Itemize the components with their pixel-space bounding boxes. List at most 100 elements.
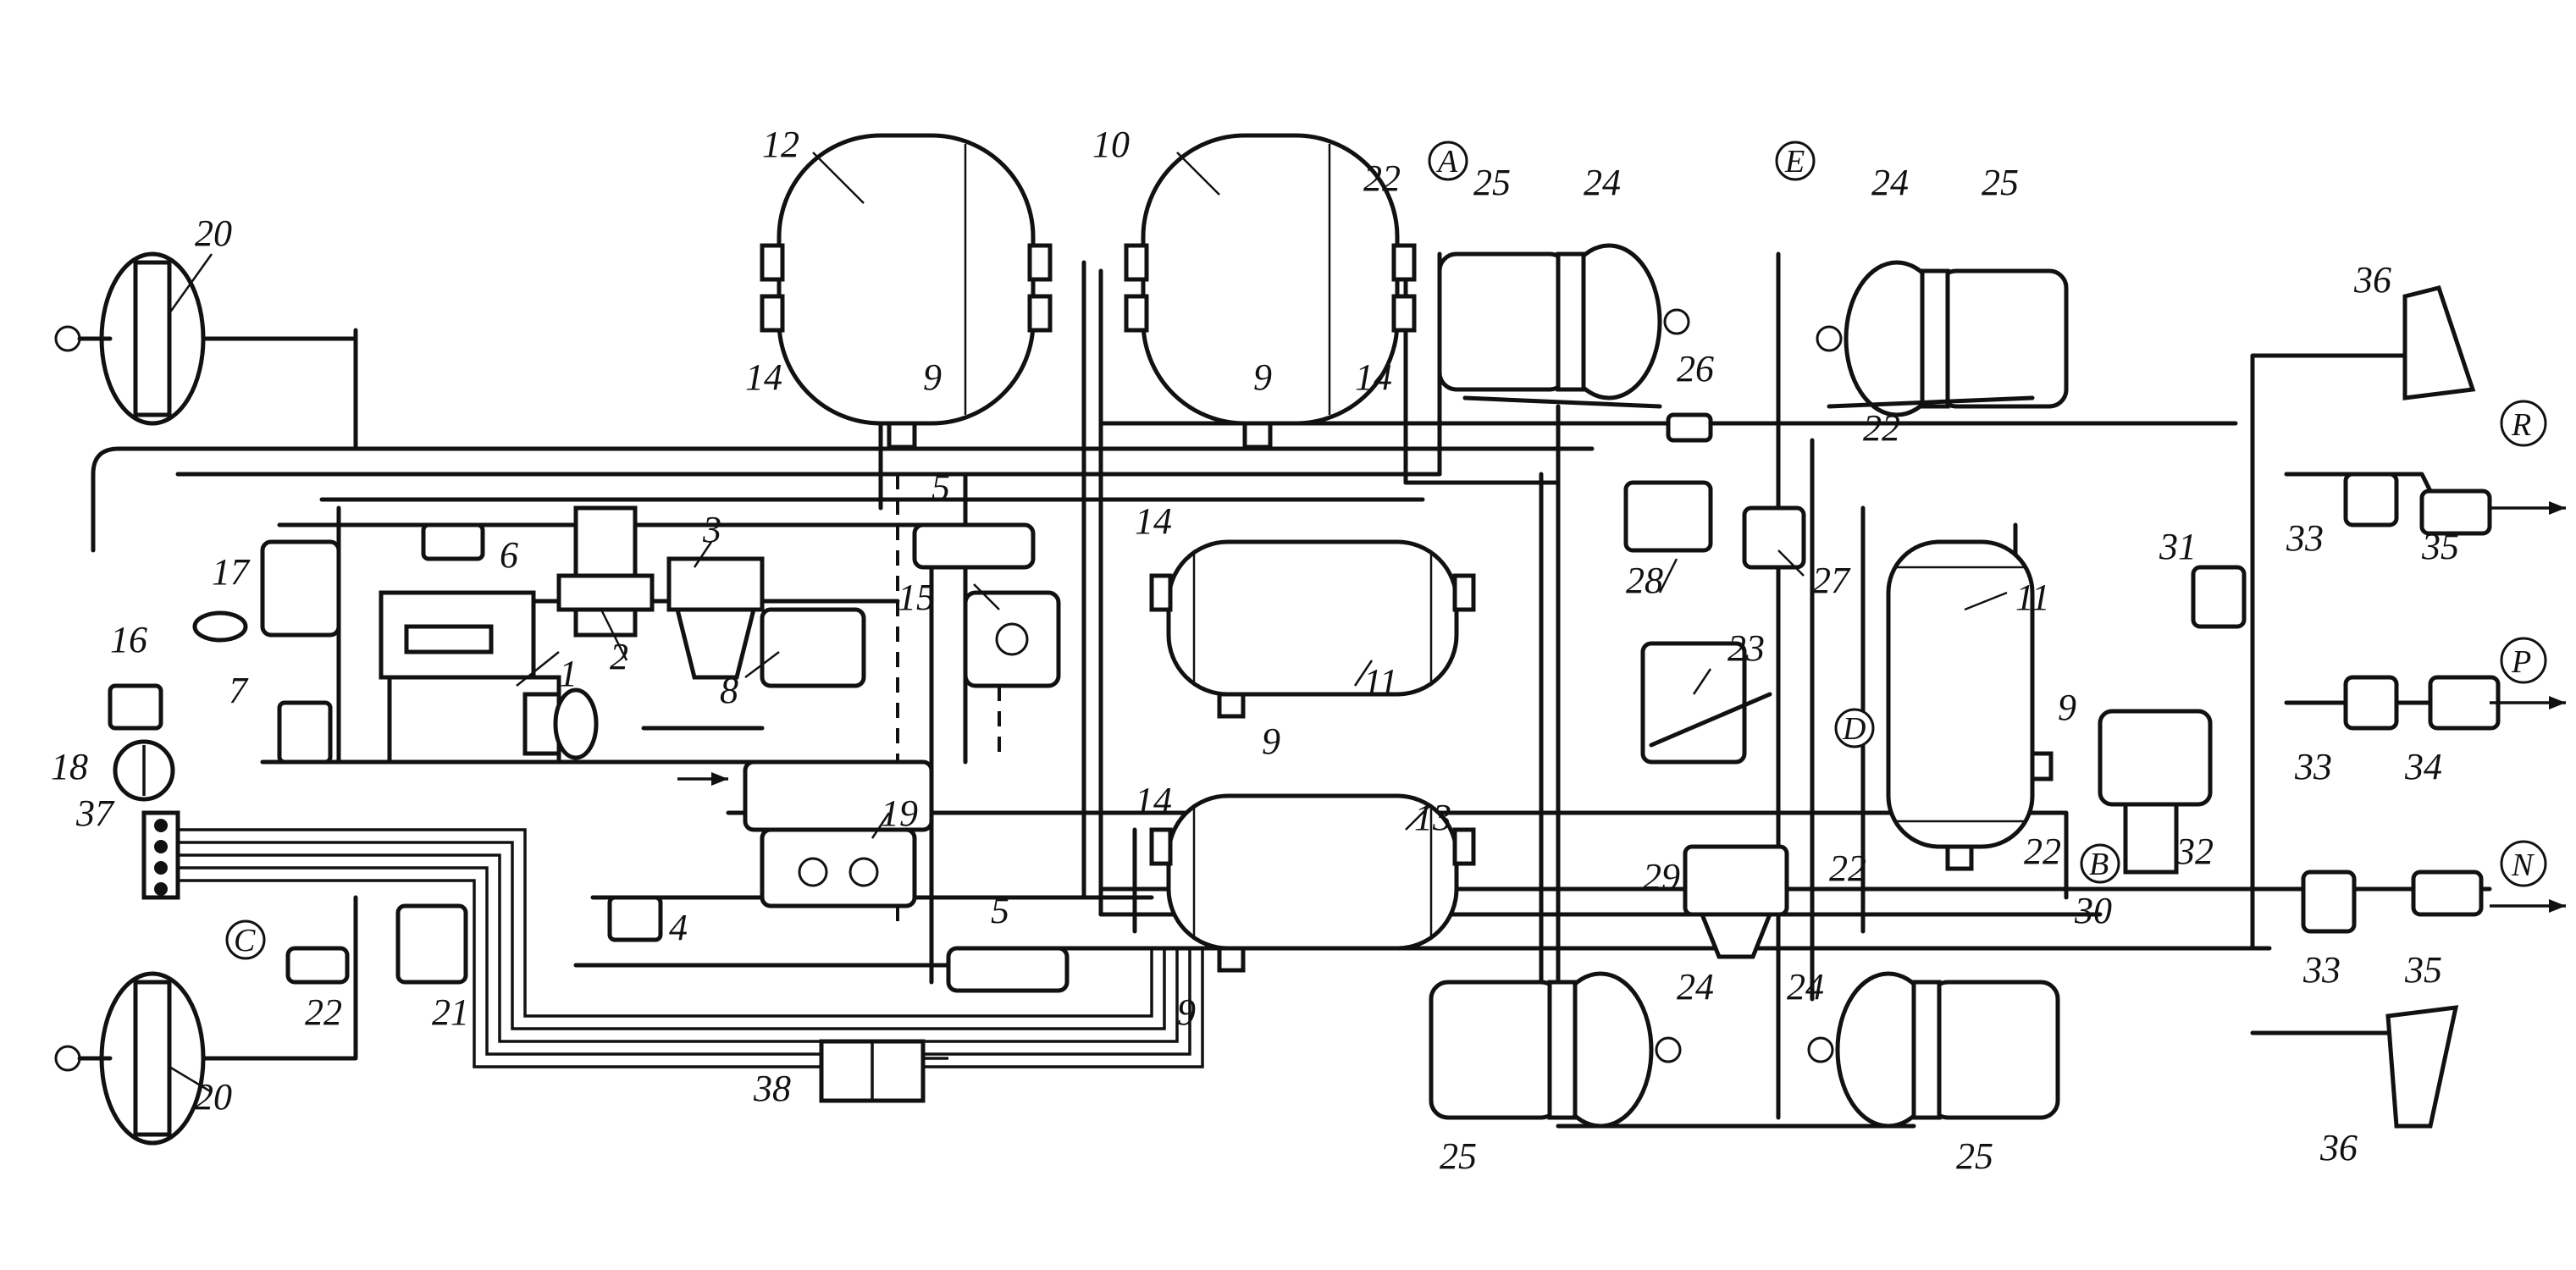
relay-valve-29 bbox=[1683, 844, 1789, 959]
valve-21 bbox=[395, 903, 468, 985]
label-25c: 25 bbox=[1440, 1135, 1477, 1177]
letter-A: A bbox=[1435, 144, 1458, 179]
label-10: 10 bbox=[1092, 124, 1130, 165]
label-5a: 5 bbox=[931, 467, 950, 508]
label-4: 4 bbox=[669, 907, 688, 948]
label-16: 16 bbox=[110, 619, 147, 660]
label-28: 28 bbox=[1626, 560, 1663, 601]
label-17: 17 bbox=[212, 551, 251, 593]
circled-letters: A E D B C R P N bbox=[225, 141, 2547, 960]
coupling-head-34 bbox=[2428, 675, 2501, 731]
label-9b: 9 bbox=[1253, 356, 1272, 398]
spring-brake-chamber-upper-left bbox=[1437, 243, 1690, 409]
component-labels: 1 2 3 4 5 5 6 7 8 9 9 9 9 9 10 11 11 12 … bbox=[51, 124, 2459, 1177]
label-22b: 22 bbox=[1863, 407, 1900, 449]
letter-C: C bbox=[234, 923, 256, 958]
valve-31 bbox=[2191, 565, 2247, 629]
label-36a: 36 bbox=[2353, 259, 2391, 301]
switch-panel-37 bbox=[141, 810, 180, 900]
leader-lines bbox=[168, 152, 2008, 1094]
label-14a: 14 bbox=[745, 356, 782, 398]
compressor-1 bbox=[379, 590, 599, 765]
protective-valve-8 bbox=[760, 607, 866, 688]
label-37: 37 bbox=[75, 792, 115, 834]
valve-32 bbox=[2098, 709, 2213, 875]
hand-brake-valve-17 bbox=[192, 539, 341, 643]
outlet-arrows bbox=[677, 501, 2566, 913]
label-20a: 20 bbox=[195, 213, 232, 254]
lamp-36-bottom bbox=[2385, 1005, 2459, 1129]
label-24c: 24 bbox=[1677, 966, 1714, 1008]
pressure-regulator-2 bbox=[556, 505, 655, 638]
label-25a: 25 bbox=[1473, 162, 1511, 203]
label-22a: 22 bbox=[1363, 157, 1401, 199]
label-3: 3 bbox=[702, 509, 721, 550]
label-14c: 14 bbox=[1135, 500, 1172, 542]
valve-16 bbox=[108, 683, 163, 731]
label-18: 18 bbox=[51, 746, 88, 787]
disconnect-valve-33-top bbox=[2343, 472, 2399, 527]
coupling-head-35-bottom bbox=[2411, 870, 2484, 917]
label-33a: 33 bbox=[2286, 517, 2324, 559]
lamp-36-top bbox=[2402, 285, 2476, 400]
disconnect-valve-33-bottom bbox=[2301, 870, 2357, 934]
label-36b: 36 bbox=[2319, 1127, 2358, 1168]
label-15: 15 bbox=[898, 577, 935, 618]
label-24a: 24 bbox=[1584, 162, 1621, 203]
label-2: 2 bbox=[610, 636, 628, 677]
freeze-protector-3 bbox=[666, 556, 765, 680]
label-21: 21 bbox=[432, 991, 469, 1033]
label-32: 32 bbox=[2175, 831, 2214, 872]
label-5b: 5 bbox=[991, 890, 1009, 931]
letter-D: D bbox=[1842, 711, 1866, 747]
valve-7 bbox=[277, 700, 333, 765]
valve-4 bbox=[607, 895, 663, 942]
air-receiver-11-vertical bbox=[1886, 539, 2054, 871]
valve-27 bbox=[1742, 505, 1806, 570]
label-11b: 11 bbox=[2015, 577, 2050, 618]
coupling-head-35-top bbox=[2419, 489, 2492, 536]
pressure-gauge-18 bbox=[113, 739, 175, 802]
label-19: 19 bbox=[881, 792, 918, 834]
letter-P: P bbox=[2511, 644, 2531, 680]
label-24b: 24 bbox=[1871, 162, 1909, 203]
valve-28 bbox=[1623, 480, 1713, 553]
label-35b: 35 bbox=[2404, 949, 2442, 991]
label-13: 13 bbox=[1414, 797, 1451, 838]
label-30: 30 bbox=[2074, 890, 2112, 931]
label-7: 7 bbox=[229, 670, 249, 711]
fitting-26 bbox=[1666, 412, 1713, 443]
letter-E: E bbox=[1784, 144, 1805, 179]
label-34: 34 bbox=[2404, 746, 2442, 787]
spring-brake-chamber-upper-right bbox=[1816, 260, 2069, 417]
label-14b: 14 bbox=[1355, 356, 1392, 398]
label-29: 29 bbox=[1643, 856, 1680, 897]
air-receiver-11-horizontal bbox=[1149, 539, 1476, 719]
spring-brake-chamber-lower-left bbox=[1429, 971, 1916, 1129]
label-31: 31 bbox=[2159, 526, 2197, 567]
coupling-head-c bbox=[285, 946, 350, 985]
brake-valve-19 bbox=[743, 759, 934, 908]
air-receiver-13-horizontal bbox=[1149, 793, 1476, 973]
label-25b: 25 bbox=[1982, 162, 2019, 203]
brake-valve-15 bbox=[963, 590, 1061, 688]
label-9c: 9 bbox=[1262, 721, 1280, 762]
label-35a: 35 bbox=[2421, 526, 2459, 567]
pneumatic-cylinder-5-lower bbox=[946, 946, 1070, 993]
label-22e: 22 bbox=[305, 991, 342, 1033]
spring-brake-chamber-lower-right bbox=[1807, 971, 2060, 1129]
pneumatic-cylinder-5-upper bbox=[912, 522, 1036, 570]
label-12: 12 bbox=[762, 124, 799, 165]
label-6: 6 bbox=[500, 534, 518, 576]
label-27: 27 bbox=[1812, 560, 1851, 601]
front-brake-chamber-left-upper bbox=[54, 251, 206, 426]
label-9e: 9 bbox=[2058, 687, 2076, 728]
label-8: 8 bbox=[720, 670, 738, 711]
label-1: 1 bbox=[559, 653, 578, 694]
relay-block-38 bbox=[819, 1039, 948, 1103]
label-33c: 33 bbox=[2302, 949, 2341, 991]
label-11a: 11 bbox=[1363, 661, 1398, 703]
label-24d: 24 bbox=[1787, 966, 1824, 1008]
valve-6 bbox=[421, 522, 485, 561]
